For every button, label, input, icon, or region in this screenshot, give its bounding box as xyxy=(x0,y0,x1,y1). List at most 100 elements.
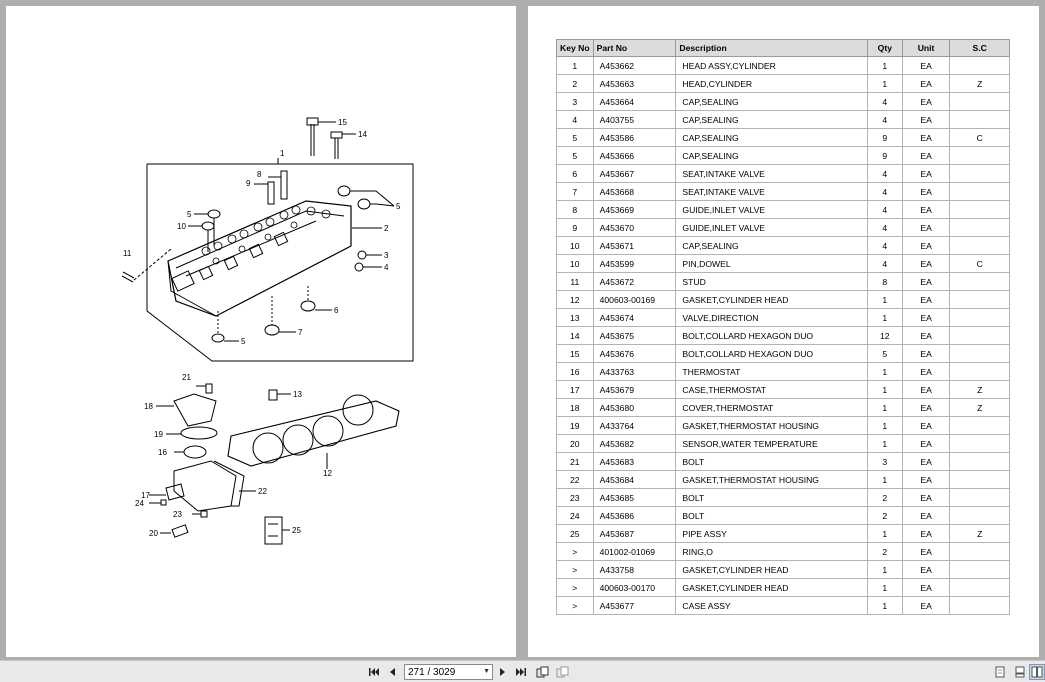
cell-description: GUIDE,INLET VALVE xyxy=(675,218,868,237)
cell-part-no: A453664 xyxy=(592,92,677,111)
callout-5: 5 xyxy=(241,337,246,346)
cell-description: STUD xyxy=(675,272,868,291)
cell-key-no: 10 xyxy=(556,254,594,273)
cell-qty: 3 xyxy=(866,452,903,471)
cell-description: GASKET,CYLINDER HEAD xyxy=(675,290,868,309)
cell-description: CAP,SEALING xyxy=(675,110,868,129)
cell-sc xyxy=(949,146,1010,165)
cell-unit: EA xyxy=(901,398,951,417)
cell-description: CASE,THERMOSTAT xyxy=(675,380,868,399)
cell-key-no: 5 xyxy=(556,128,594,147)
cell-key-no: 23 xyxy=(556,488,594,507)
callout-22: 22 xyxy=(258,487,267,496)
cell-qty: 1 xyxy=(866,596,903,615)
cell-description: GUIDE,INLET VALVE xyxy=(675,200,868,219)
last-page-icon[interactable] xyxy=(513,664,529,680)
two-page-cover-icon[interactable] xyxy=(555,664,571,680)
cell-sc xyxy=(949,470,1010,489)
cell-part-no: A433764 xyxy=(592,416,677,435)
cell-sc xyxy=(949,92,1010,111)
cell-sc: C xyxy=(949,128,1010,147)
cell-part-no: A453682 xyxy=(592,434,677,453)
callout-3: 3 xyxy=(384,251,389,260)
chevron-down-icon: ▼ xyxy=(483,668,490,675)
cell-sc: C xyxy=(949,254,1010,273)
cell-key-no: 17 xyxy=(556,380,594,399)
cell-sc xyxy=(949,290,1010,309)
two-page-icon[interactable] xyxy=(535,664,551,680)
callout-23: 23 xyxy=(173,510,182,519)
page-number-field[interactable]: 271 / 3029 ▼ xyxy=(404,664,493,680)
cell-sc xyxy=(949,110,1010,129)
prev-page-icon[interactable] xyxy=(384,664,400,680)
cell-unit: EA xyxy=(901,146,951,165)
cell-sc xyxy=(949,236,1010,255)
cell-unit: EA xyxy=(901,74,951,93)
cell-sc xyxy=(949,56,1010,75)
cell-description: GASKET,CYLINDER HEAD xyxy=(675,578,868,597)
cell-key-no: > xyxy=(556,596,594,615)
cell-unit: EA xyxy=(901,596,951,615)
cell-part-no: A453669 xyxy=(592,200,677,219)
next-page-icon[interactable] xyxy=(495,664,511,680)
cell-part-no: A453672 xyxy=(592,272,677,291)
cell-sc xyxy=(949,542,1010,561)
cell-qty: 9 xyxy=(866,146,903,165)
cell-qty: 1 xyxy=(866,308,903,327)
cell-part-no: A453586 xyxy=(592,128,677,147)
cell-unit: EA xyxy=(901,128,951,147)
facing-view-icon[interactable] xyxy=(1029,664,1045,680)
cell-part-no: A453677 xyxy=(592,596,677,615)
cell-description: CAP,SEALING xyxy=(675,92,868,111)
callout-10: 10 xyxy=(177,222,186,231)
first-page-icon[interactable] xyxy=(366,664,382,680)
callout-5: 5 xyxy=(187,210,192,219)
cell-part-no: A453662 xyxy=(592,56,677,75)
cell-key-no: 9 xyxy=(556,218,594,237)
cell-part-no: A453679 xyxy=(592,380,677,399)
cell-sc xyxy=(949,272,1010,291)
header-description: Description xyxy=(675,39,868,57)
cell-unit: EA xyxy=(901,578,951,597)
callout-12: 12 xyxy=(323,469,332,478)
continuous-view-icon[interactable] xyxy=(1012,664,1028,680)
single-page-view-icon[interactable] xyxy=(992,664,1008,680)
callout-19: 19 xyxy=(154,430,163,439)
cell-sc xyxy=(949,434,1010,453)
cell-key-no: 10 xyxy=(556,236,594,255)
cell-part-no: A453676 xyxy=(592,344,677,363)
cell-key-no: 5 xyxy=(556,146,594,165)
cell-unit: EA xyxy=(901,326,951,345)
cell-unit: EA xyxy=(901,560,951,579)
cell-unit: EA xyxy=(901,380,951,399)
cell-unit: EA xyxy=(901,254,951,273)
cell-sc xyxy=(949,362,1010,381)
parts-table: Key No Part No Description Qty Unit S.C … xyxy=(556,39,1010,615)
cell-description: BOLT,COLLARD HEXAGON DUO xyxy=(675,326,868,345)
cell-description: BOLT xyxy=(675,488,868,507)
cell-sc xyxy=(949,506,1010,525)
cell-unit: EA xyxy=(901,344,951,363)
cell-sc xyxy=(949,218,1010,237)
cell-description: GASKET,THERMOSTAT HOUSING xyxy=(675,470,868,489)
page-indicator: 271 / 3029 xyxy=(408,666,456,678)
cell-key-no: 8 xyxy=(556,200,594,219)
cell-key-no: 4 xyxy=(556,110,594,129)
header-qty: Qty xyxy=(866,39,903,57)
parts-list-page: Key No Part No Description Qty Unit S.C … xyxy=(528,6,1039,657)
